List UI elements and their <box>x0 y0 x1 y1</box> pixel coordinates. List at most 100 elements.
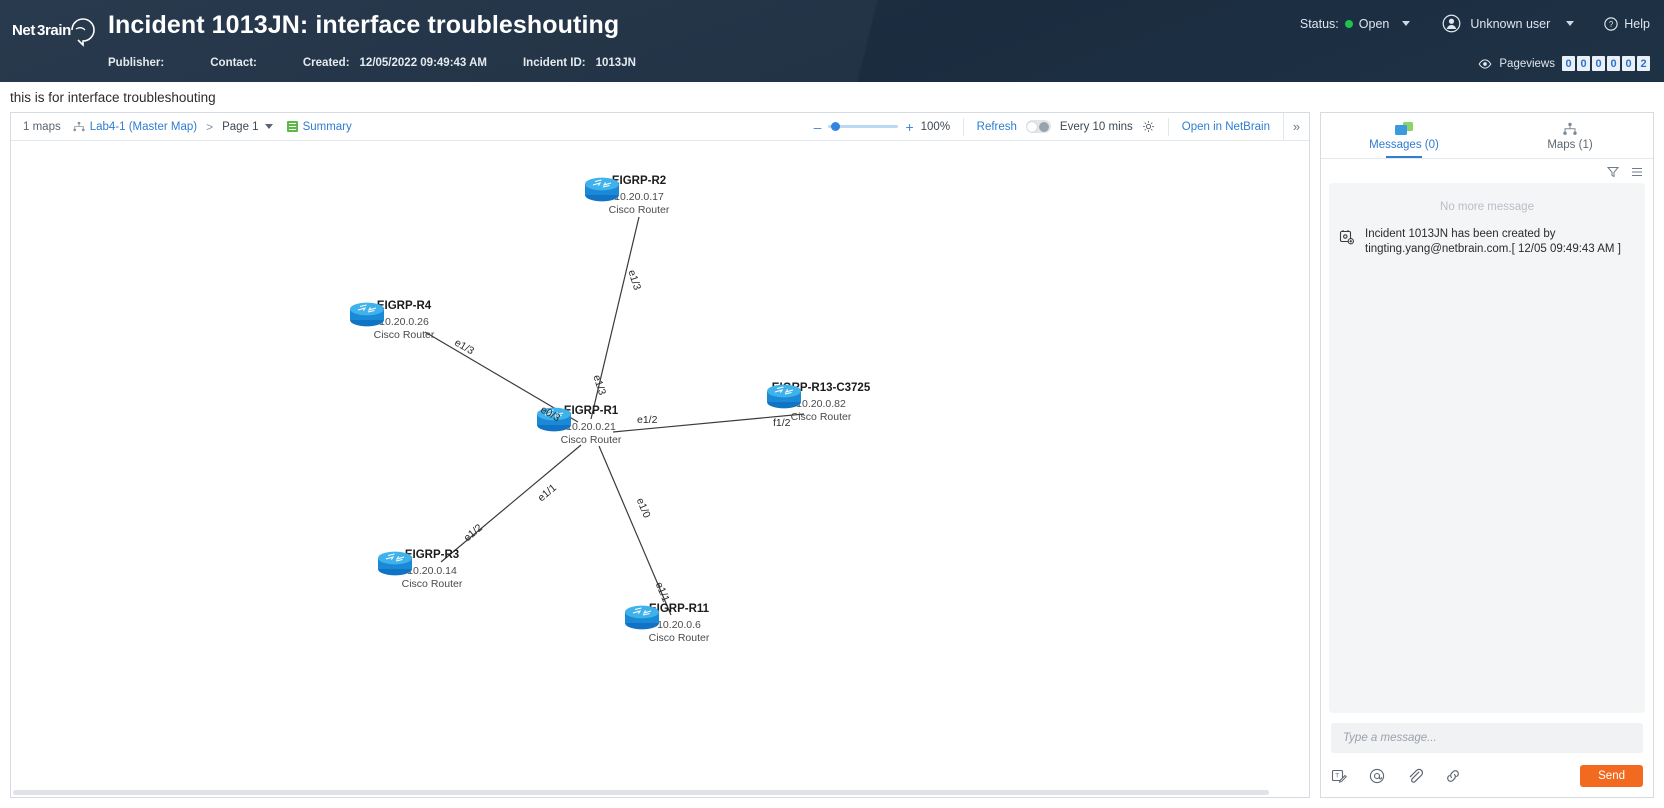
router-icon <box>350 302 384 327</box>
map-panel: 1 maps Lab4-1 (Master Map) > Page 1 Summ… <box>10 112 1310 798</box>
send-button[interactable]: Send <box>1580 765 1643 787</box>
pageview-digit: 2 <box>1637 56 1650 71</box>
gear-icon[interactable] <box>1142 120 1155 133</box>
map-node-name: EIGRP-R3 <box>404 549 460 561</box>
summary-link[interactable]: Summary <box>302 120 352 133</box>
map-node-name: EIGRP-R11 <box>648 603 710 615</box>
zoom-slider-handle[interactable] <box>831 122 841 131</box>
divider <box>962 117 964 136</box>
eye-icon <box>1478 58 1492 69</box>
chevron-down-icon[interactable] <box>264 124 273 129</box>
chevron-down-icon <box>1566 21 1575 26</box>
status-dropdown[interactable]: Status: Open <box>1300 17 1411 31</box>
refresh-label[interactable]: Refresh <box>976 120 1017 133</box>
map-node-type: Cisco Router <box>790 411 852 423</box>
link-icon[interactable] <box>1445 768 1461 784</box>
pageviews: Pageviews 0 0 0 0 0 2 <box>1478 56 1650 71</box>
message-composer: T <box>1321 713 1653 797</box>
master-map-link[interactable]: Lab4-1 (Master Map) <box>89 120 198 133</box>
map-node-ip: 10.20.0.17 <box>614 191 664 203</box>
meta-publisher: Publisher: <box>108 57 174 69</box>
zoom-slider[interactable] <box>828 122 899 131</box>
summary-icon <box>286 121 298 132</box>
map-toolbar: 1 maps Lab4-1 (Master Map) > Page 1 Summ… <box>11 113 1309 141</box>
list-view-icon[interactable] <box>1631 166 1643 178</box>
message-timestamp: [ 12/05 09:49:43 AM ] <box>1511 243 1621 255</box>
map-edge-label: f1/2 <box>773 417 791 429</box>
tab-maps[interactable]: Maps (1) <box>1487 113 1653 158</box>
mention-icon[interactable] <box>1369 768 1385 784</box>
tab-messages[interactable]: Messages (0) <box>1321 113 1487 158</box>
svg-text:?: ? <box>1609 20 1614 29</box>
help-button[interactable]: ? Help <box>1604 17 1650 31</box>
message-input[interactable] <box>1341 731 1633 745</box>
map-link[interactable] <box>424 331 579 423</box>
map-link[interactable] <box>440 444 582 563</box>
scrollbar-thumb[interactable] <box>13 790 1270 795</box>
incident-created-icon <box>1339 229 1355 245</box>
refresh-interval-label: Every 10 mins <box>1059 120 1133 133</box>
map-node-type: Cisco Router <box>560 434 622 446</box>
incident-meta: Publisher: Contact: Created: 12/05/2022 … <box>108 57 672 69</box>
help-circle-icon: ? <box>1604 16 1618 31</box>
chevron-down-icon <box>1402 21 1411 26</box>
meta-created: Created: 12/05/2022 09:49:43 AM <box>303 57 487 69</box>
meta-contact: Contact: <box>210 57 267 69</box>
expand-panel-button[interactable]: » <box>1283 113 1309 140</box>
help-label: Help <box>1624 16 1650 31</box>
map-link[interactable] <box>612 413 805 433</box>
pageviews-label: Pageviews <box>1499 57 1555 70</box>
map-edge-label: e1/2 <box>637 414 658 426</box>
pageview-digit: 0 <box>1622 56 1635 71</box>
zoom-control: – + 100% <box>814 120 963 134</box>
open-in-netbrain-link[interactable]: Open in NetBrain <box>1181 120 1270 133</box>
messages-list[interactable]: No more message Incident 1013JN has been… <box>1329 183 1645 713</box>
map-node-ip: 10.20.0.14 <box>407 565 457 577</box>
map-breadcrumb: 1 maps Lab4-1 (Master Map) > Page 1 Summ… <box>11 120 352 134</box>
netbrain-logo[interactable]: Net 3rain <box>10 12 102 48</box>
map-horizontal-scrollbar[interactable] <box>13 789 1295 796</box>
map-node-name: EIGRP-R4 <box>376 300 432 312</box>
user-name: Unknown user <box>1470 16 1551 31</box>
status-dot-icon <box>1344 19 1353 28</box>
message-line1: Incident 1013JN has been created by <box>1365 228 1556 240</box>
map-count-label: 1 maps <box>23 120 61 133</box>
meta-incident-id: Incident ID: 1013JN <box>523 57 636 69</box>
router-icon <box>585 177 619 202</box>
svg-text:Net: Net <box>12 22 35 39</box>
meta-contact-label: Contact: <box>210 57 257 69</box>
filter-icon[interactable] <box>1606 166 1620 178</box>
map-node-type: Cisco Router <box>373 329 435 341</box>
main-content: 1 maps Lab4-1 (Master Map) > Page 1 Summ… <box>0 112 1664 808</box>
side-panel: Messages (0) Maps (1) <box>1320 112 1654 798</box>
map-node-type: Cisco Router <box>401 578 463 590</box>
zoom-in-button[interactable]: + <box>905 118 914 135</box>
zoom-level: 100% <box>920 120 951 133</box>
map-tree-icon <box>73 121 85 132</box>
tab-messages-label: Messages (0) <box>1369 138 1439 151</box>
map-node-ip: 10.20.0.21 <box>566 421 616 433</box>
header-actions: Status: Open Unknown user ? Hel <box>1300 14 1650 33</box>
attachment-icon[interactable] <box>1407 768 1424 784</box>
map-link[interactable] <box>590 216 640 420</box>
map-node-name: EIGRP-R1 <box>563 405 619 417</box>
rich-text-icon[interactable]: T <box>1331 768 1347 784</box>
map-link[interactable] <box>598 445 672 616</box>
zoom-out-button[interactable]: – <box>813 118 822 135</box>
page-title: Incident 1013JN: interface troubleshouti… <box>108 11 620 39</box>
message-item[interactable]: Incident 1013JN has been created by ting… <box>1329 227 1645 257</box>
refresh-toggle[interactable] <box>1025 120 1051 133</box>
message-author-email: tingting.yang@netbrain.com. <box>1365 243 1512 255</box>
page-selector[interactable]: Page 1 <box>222 120 259 133</box>
maps-tree-icon <box>1562 121 1578 137</box>
message-input-box[interactable] <box>1331 723 1643 753</box>
user-menu[interactable]: Unknown user <box>1442 14 1575 33</box>
